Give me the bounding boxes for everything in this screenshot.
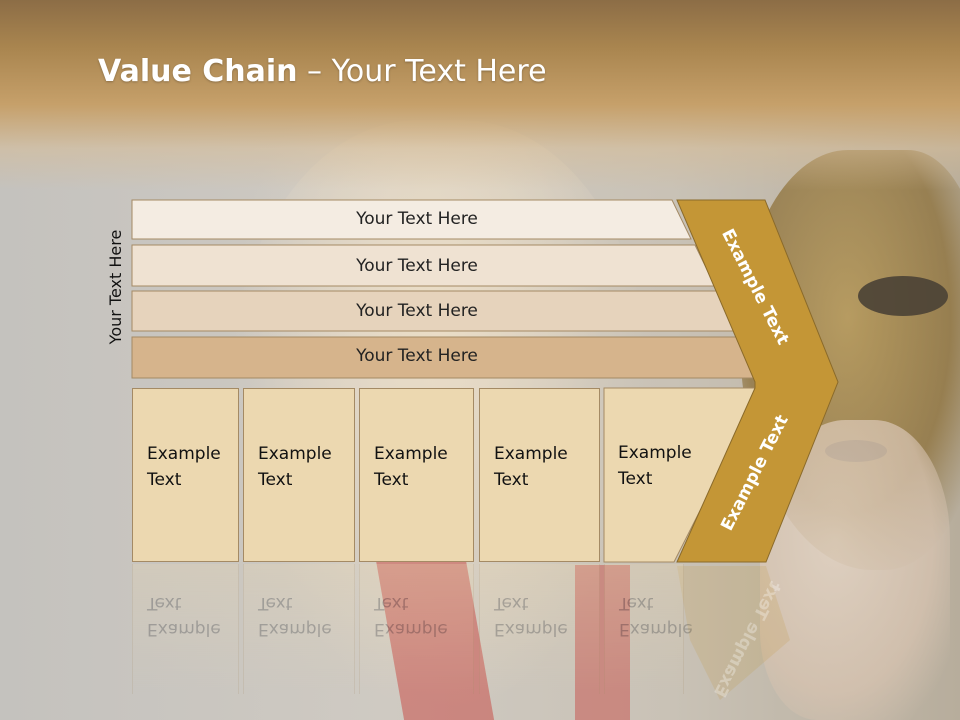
background-mask-eye	[858, 276, 948, 316]
reflection-4: Example Text	[479, 564, 600, 694]
reflection-5: Example Text	[604, 564, 693, 694]
activity-box-label: Example Text	[374, 444, 448, 490]
reflection-label: Example Text	[147, 593, 221, 639]
title-bold: Value Chain	[98, 54, 298, 89]
header-band	[0, 0, 960, 190]
bar-label-2: Your Text Here	[356, 256, 478, 276]
bar-label-4: Your Text Here	[356, 346, 478, 366]
background-red-accent	[575, 565, 630, 720]
activity-box-label: Example Text	[258, 444, 332, 490]
activity-box-5-label: Example Text	[618, 443, 692, 489]
activity-box-3: Example Text	[359, 388, 474, 562]
reflection-label: Example Text	[374, 593, 448, 639]
activity-box-2: Example Text	[243, 388, 355, 562]
chevron-reflection	[677, 566, 790, 700]
activity-box-1: Example Text	[132, 388, 239, 562]
slide-title: Value Chain – Your Text Here	[98, 54, 547, 89]
reflection-label: Example Text	[619, 593, 693, 639]
reflection-label: Example Text	[258, 593, 332, 639]
reflection-2: Example Text	[243, 564, 355, 694]
bar-label-1: Your Text Here	[356, 209, 478, 229]
bar-label-3: Your Text Here	[356, 301, 478, 321]
title-rest: – Your Text Here	[297, 54, 547, 89]
activity-box-label: Example Text	[494, 444, 568, 490]
bar-shape-1	[131, 199, 692, 240]
reflection-3: Example Text	[359, 564, 474, 694]
chevron-arrow	[676, 199, 839, 563]
activity-box-4: Example Text	[479, 388, 600, 562]
activity-box-label: Example Text	[147, 444, 221, 490]
reflection-1: Example Text	[132, 564, 239, 694]
last-box-shape	[603, 387, 763, 563]
reflection-label: Example Text	[494, 593, 568, 639]
